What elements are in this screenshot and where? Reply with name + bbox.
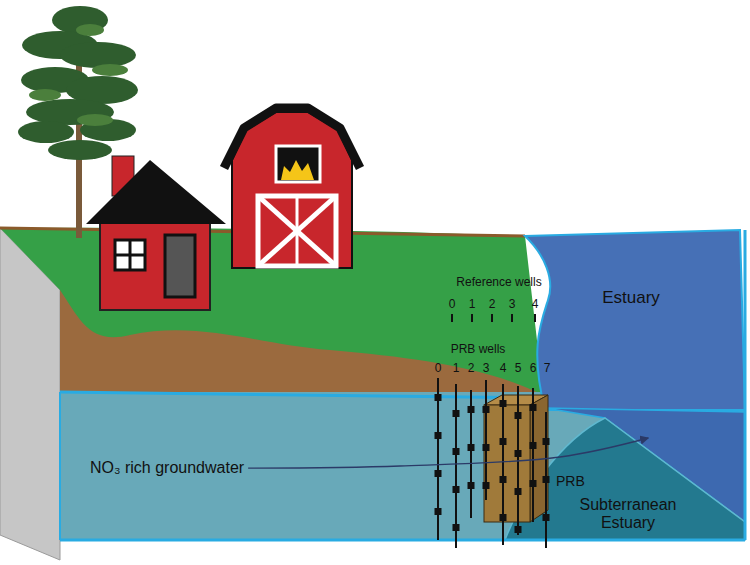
house-wall xyxy=(100,220,210,310)
sampling-port xyxy=(468,444,475,451)
well-number: 0 xyxy=(435,362,442,375)
subterranean-estuary-region: Subterranean Estuary xyxy=(573,494,683,535)
well-number: 6 xyxy=(530,362,537,375)
aquifer xyxy=(60,392,745,540)
barn-door-brace xyxy=(258,196,336,266)
groundwater-region: NO₃ rich groundwater xyxy=(86,457,248,479)
sampling-port xyxy=(453,448,460,455)
sampling-port xyxy=(515,526,522,533)
sampling-port xyxy=(543,476,550,483)
sampling-port xyxy=(500,438,507,445)
sampling-port xyxy=(435,432,442,439)
house-roof xyxy=(86,160,226,224)
barn-door xyxy=(258,196,336,266)
sampling-port xyxy=(530,480,537,487)
sampling-port xyxy=(468,482,475,489)
barn-door-split xyxy=(296,196,299,266)
sampling-port xyxy=(515,450,522,457)
sampling-port xyxy=(500,514,507,521)
barn-wall xyxy=(232,112,352,268)
well-casing xyxy=(437,378,439,540)
sampling-port xyxy=(483,406,490,413)
group-label: PRB wells xyxy=(451,343,506,356)
sampling-port xyxy=(453,410,460,417)
region-label: PRB xyxy=(556,473,585,489)
well-number: 3 xyxy=(509,298,516,311)
sampling-port xyxy=(530,442,537,449)
sampling-port xyxy=(468,406,475,413)
water-table xyxy=(60,392,545,398)
sampling-port xyxy=(515,488,522,495)
sampling-port xyxy=(543,438,550,445)
sampling-port xyxy=(515,412,522,419)
well-casing xyxy=(517,386,519,535)
hay xyxy=(281,160,314,180)
prb-front xyxy=(484,405,530,522)
sampling-port xyxy=(530,404,537,411)
estuary-region: Estuary xyxy=(520,232,742,438)
well-number: 0 xyxy=(449,298,456,311)
well-number: 3 xyxy=(483,362,490,375)
region-label: Estuary xyxy=(524,288,738,308)
house-window xyxy=(115,240,145,270)
sampling-port xyxy=(500,476,507,483)
reference-well-ticks xyxy=(452,314,535,322)
sampling-port xyxy=(435,394,442,401)
block-bottom xyxy=(60,539,745,542)
tree-highlights xyxy=(29,24,128,126)
tree-foliage xyxy=(18,6,138,160)
sampling-port xyxy=(435,508,442,515)
group-label: Reference wells xyxy=(456,276,541,289)
well-number: 7 xyxy=(544,362,551,375)
block-right xyxy=(744,230,747,540)
flow-arrow xyxy=(248,438,648,468)
window-bar xyxy=(115,254,145,257)
prb-wells xyxy=(435,378,550,548)
hay-loft xyxy=(276,146,320,182)
estuary-surface xyxy=(525,230,745,410)
well-number: 1 xyxy=(469,298,476,311)
well-casing xyxy=(455,384,457,548)
sampling-port xyxy=(435,470,442,477)
sampling-port xyxy=(453,486,460,493)
prb-barrier: PRB xyxy=(552,471,589,491)
well-number: 1 xyxy=(453,362,460,375)
sampling-port xyxy=(453,524,460,531)
region-label: Subterranean Estuary xyxy=(577,496,679,533)
well-number: 2 xyxy=(468,362,475,375)
sampling-port xyxy=(500,400,507,407)
well-number: 4 xyxy=(500,362,507,375)
region-label: NO₃ rich groundwater xyxy=(90,459,244,477)
block-left xyxy=(59,392,61,540)
well-number: 2 xyxy=(489,298,496,311)
house-door xyxy=(165,235,195,297)
well-number: 5 xyxy=(515,362,522,375)
well-number: 4 xyxy=(532,298,539,311)
sampling-port xyxy=(483,444,490,451)
barn-door-brace xyxy=(258,196,336,266)
sampling-port xyxy=(483,482,490,489)
sampling-port xyxy=(543,514,550,521)
